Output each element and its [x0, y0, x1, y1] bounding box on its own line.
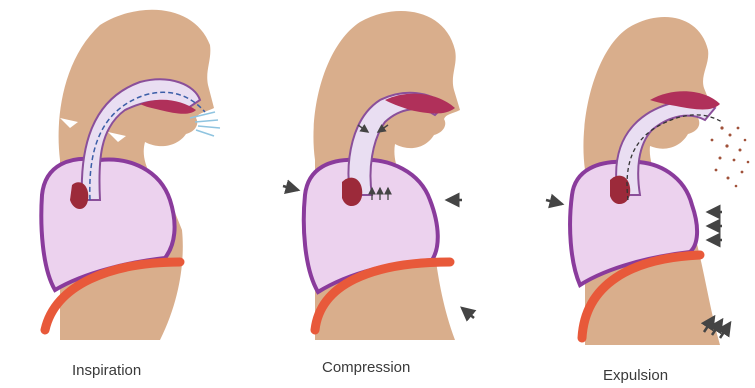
- droplet-spray: [711, 126, 750, 187]
- inspiration-panel: Inspiration: [41, 10, 220, 379]
- abdomen-compression-arrow: [462, 308, 474, 318]
- compression-panel: Compression: [283, 11, 474, 376]
- caption-inspiration: Inspiration: [72, 362, 141, 379]
- chest-compression-arrow: [283, 186, 298, 190]
- glottis: [70, 182, 88, 209]
- caption-expulsion: Expulsion: [603, 367, 668, 384]
- chest-compression-arrow: [546, 200, 562, 204]
- caption-compression: Compression: [322, 359, 410, 376]
- abdomen-push-arrows: [708, 212, 722, 240]
- expulsion-panel: Expulsion: [546, 17, 749, 384]
